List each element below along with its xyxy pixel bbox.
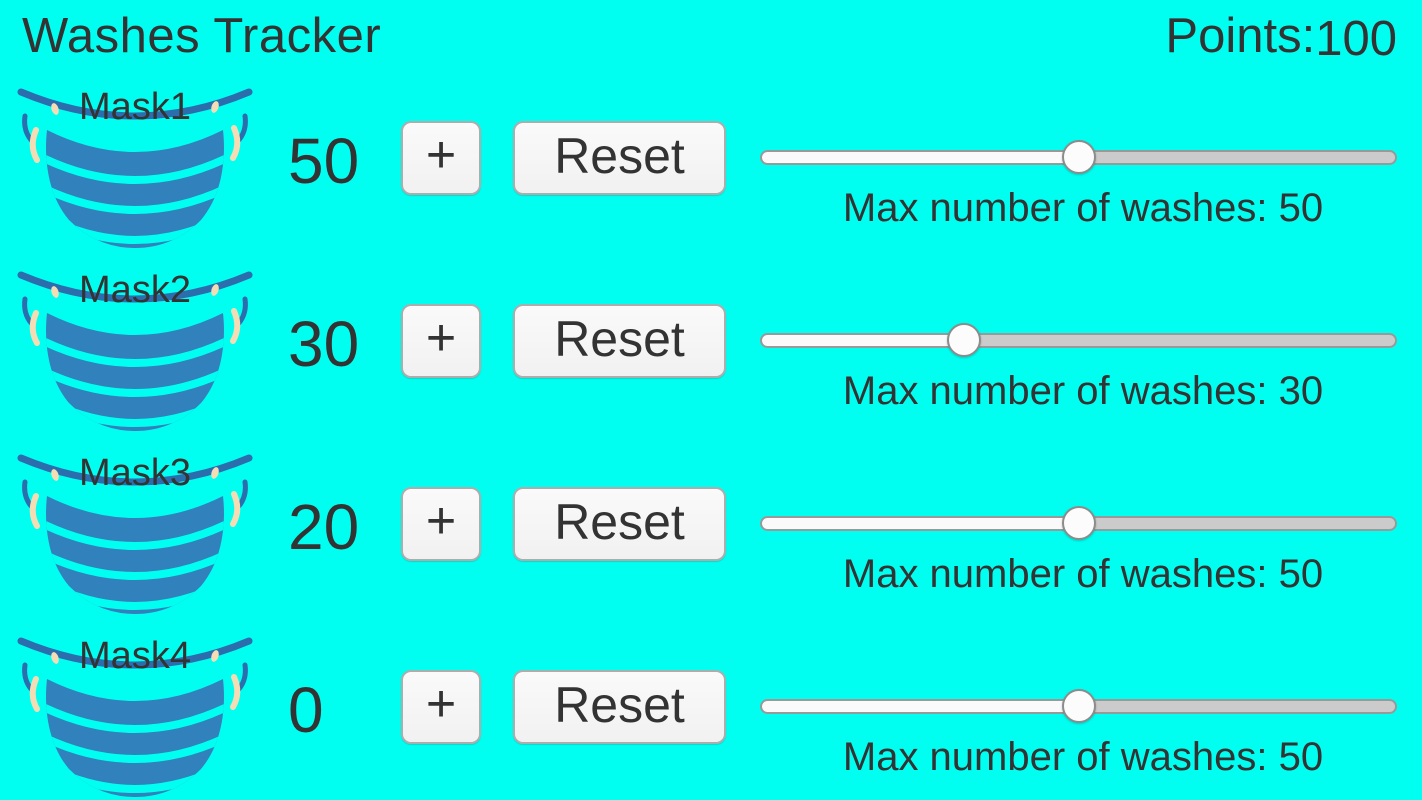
increment-wash-button[interactable]: + (401, 670, 481, 744)
reset-button[interactable]: Reset (513, 487, 726, 561)
wash-count-value: 30 (288, 308, 360, 380)
rows: Mask1 50 + Reset Max number of washes: 5… (0, 80, 1422, 800)
max-washes-slider[interactable] (760, 140, 1397, 174)
mask-button[interactable]: Mask1 (15, 82, 255, 252)
increment-wash-button[interactable]: + (401, 304, 481, 378)
mask-button[interactable]: Mask4 (15, 631, 255, 800)
mask-name-label: Mask4 (79, 635, 191, 677)
max-washes-slider[interactable] (760, 506, 1397, 540)
points-label: Points: (1165, 9, 1316, 63)
mask-name-label: Mask3 (79, 452, 191, 494)
max-washes-slider[interactable] (760, 689, 1397, 723)
mask-name-label: Mask2 (79, 269, 191, 311)
max-washes-label: Max number of washes: 50 (842, 186, 1324, 230)
mask-name-label: Mask1 (79, 86, 191, 128)
slider-thumb[interactable] (1061, 506, 1096, 540)
increment-wash-button[interactable]: + (401, 487, 481, 561)
slider-thumb[interactable] (946, 323, 981, 357)
max-washes-label: Max number of washes: 30 (842, 369, 1324, 413)
reset-button[interactable]: Reset (513, 670, 726, 744)
mask-row: Mask4 0 + Reset Max number of washes: 50 (0, 629, 1422, 800)
mask-button[interactable]: Mask3 (15, 448, 255, 618)
mask-row: Mask3 20 + Reset Max number of washes: 5… (0, 446, 1422, 629)
reset-button[interactable]: Reset (513, 304, 726, 378)
points-value: 100 (1315, 12, 1397, 66)
points-display: Points:100 (1165, 8, 1397, 66)
wash-count-value: 50 (288, 125, 360, 197)
wash-count-value: 20 (288, 491, 360, 563)
max-washes-label: Max number of washes: 50 (842, 735, 1324, 779)
slider-track[interactable] (760, 333, 1397, 348)
slider-thumb[interactable] (1061, 689, 1096, 723)
increment-wash-button[interactable]: + (401, 121, 481, 195)
mask-row: Mask1 50 + Reset Max number of washes: 5… (0, 80, 1422, 263)
mask-button[interactable]: Mask2 (15, 265, 255, 435)
mask-row: Mask2 30 + Reset Max number of washes: 3… (0, 263, 1422, 446)
max-washes-slider[interactable] (760, 323, 1397, 357)
face-mask-icon (17, 88, 253, 248)
face-mask-icon (17, 637, 253, 797)
face-mask-icon (17, 271, 253, 431)
face-mask-icon (17, 454, 253, 614)
page-title: Washes Tracker (22, 9, 382, 63)
slider-thumb[interactable] (1061, 140, 1096, 174)
max-washes-label: Max number of washes: 50 (842, 552, 1324, 596)
reset-button[interactable]: Reset (513, 121, 726, 195)
slider-fill (762, 152, 1081, 163)
wash-count-value: 0 (288, 674, 324, 746)
slider-fill (762, 335, 966, 346)
slider-fill (762, 701, 1081, 712)
slider-fill (762, 518, 1081, 529)
